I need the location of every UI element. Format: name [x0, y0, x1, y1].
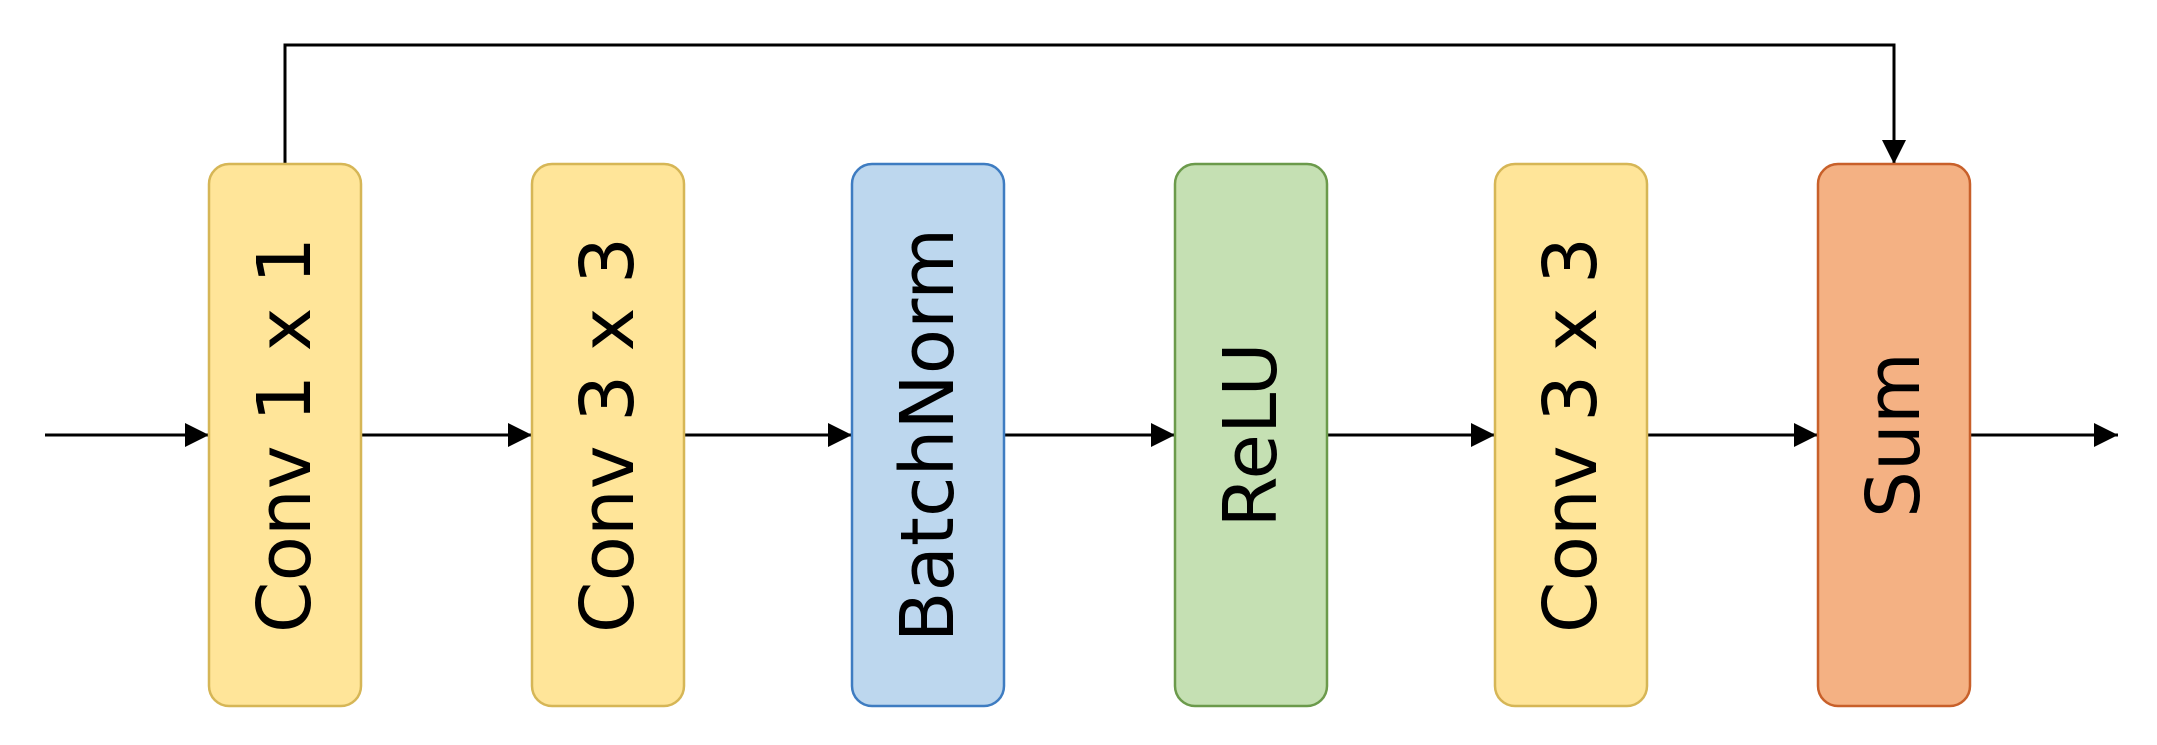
node-box-conv1x1	[207, 162, 363, 708]
edge-conv1x1-to-sum	[283, 43, 1906, 164]
node-label-conv3x3_a: Conv 3 x 3	[565, 237, 651, 633]
node-conv1x1: Conv 1 x 1	[207, 162, 363, 708]
node-box-conv3x3_b	[1493, 162, 1649, 708]
node-sum: Sum	[1816, 162, 1972, 708]
node-box-relu	[1173, 162, 1329, 708]
node-box-batchnorm	[850, 162, 1006, 708]
node-relu: ReLU	[1173, 162, 1329, 708]
node-conv3x3_b: Conv 3 x 3	[1493, 162, 1649, 708]
nodes-layer: Conv 1 x 1 Conv 3 x 3 BatchNorm ReLU Conv 3 …	[207, 162, 1972, 708]
node-label-relu: ReLU	[1208, 342, 1294, 527]
node-batchnorm: BatchNorm	[850, 162, 1006, 708]
node-conv3x3_a: Conv 3 x 3	[530, 162, 686, 708]
node-label-batchnorm: BatchNorm	[885, 228, 971, 643]
node-label-conv1x1: Conv 1 x 1	[242, 237, 328, 633]
node-label-conv3x3_b: Conv 3 x 3	[1528, 237, 1614, 633]
node-box-sum	[1816, 162, 1972, 708]
node-label-sum: Sum	[1851, 352, 1937, 518]
edges-layer	[45, 43, 2118, 447]
node-box-conv3x3_a	[530, 162, 686, 708]
